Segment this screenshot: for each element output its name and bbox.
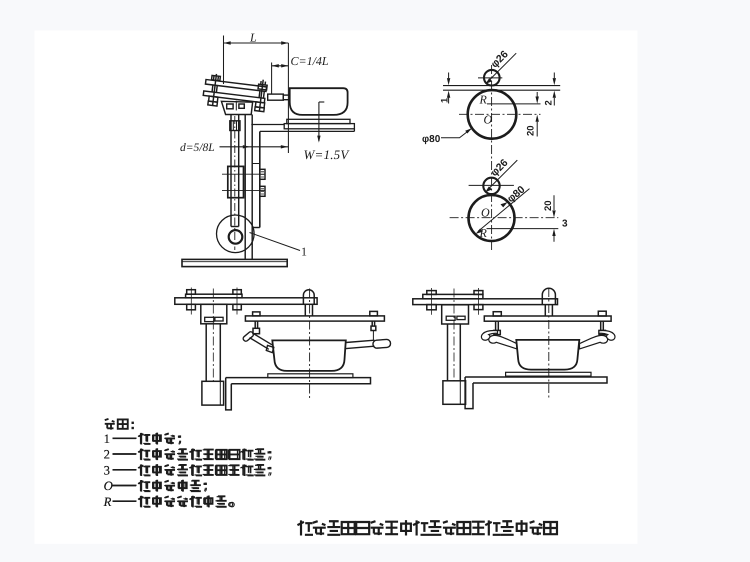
svg-text:3: 3 <box>104 463 110 477</box>
svg-text:O: O <box>104 478 114 493</box>
svg-text:d=5/8L: d=5/8L <box>180 142 215 154</box>
svg-text:1: 1 <box>440 97 451 103</box>
svg-text:O: O <box>484 113 493 127</box>
svg-text:20: 20 <box>543 200 554 211</box>
svg-text:φ80: φ80 <box>422 134 441 145</box>
svg-text:2: 2 <box>544 100 555 105</box>
svg-text:R: R <box>103 495 112 509</box>
svg-text:20: 20 <box>526 125 537 136</box>
svg-text:3: 3 <box>562 219 568 230</box>
svg-text:W=1.5V: W=1.5V <box>304 147 351 162</box>
svg-text:3: 3 <box>104 463 111 478</box>
svg-text:R: R <box>479 93 488 107</box>
svg-text:2: 2 <box>104 447 111 462</box>
svg-text:1: 1 <box>104 432 110 446</box>
svg-text:C=1/4L: C=1/4L <box>291 54 329 68</box>
svg-text:1: 1 <box>104 431 111 446</box>
svg-text:1: 1 <box>301 245 307 259</box>
svg-text:O: O <box>481 206 490 220</box>
svg-text:L: L <box>249 31 257 45</box>
svg-text:R: R <box>103 494 112 509</box>
svg-text:R: R <box>479 226 488 240</box>
svg-text:2: 2 <box>104 448 110 462</box>
svg-text:O: O <box>104 479 113 493</box>
